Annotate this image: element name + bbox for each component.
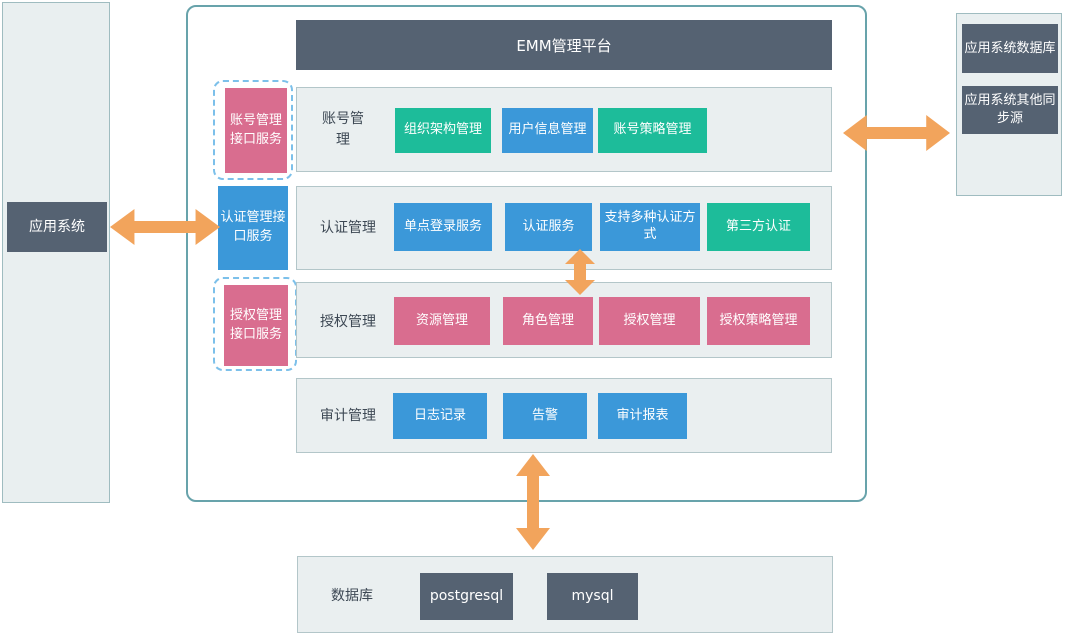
platform-header: EMM管理平台 [296,20,832,70]
app-system-box: 应用系统 [7,202,107,252]
authz-row-label: 授权管理 [320,313,376,330]
authz-policy-mgmt-button: 授权策略管理 [707,297,810,345]
user-info-mgmt-button: 用户信息管理 [502,108,593,153]
app-system-other-sync-source-box: 应用系统其他同步源 [962,86,1058,134]
sso-service-button: 单点登录服务 [394,203,492,251]
postgresql-box: postgresql [420,573,513,620]
account-policy-mgmt-button: 账号策略管理 [598,108,707,153]
database-panel: 数据库 postgresql mysql [297,556,833,633]
account-interface-box: 账号管理接口服务 [225,88,287,173]
role-mgmt-button: 角色管理 [503,297,593,345]
audit-report-button: 审计报表 [598,393,687,439]
alert-button: 告警 [503,393,587,439]
left-system-panel: 应用系统 [2,2,110,503]
auth-service-button: 认证服务 [505,203,592,251]
platform-database-double-arrow-icon [516,454,550,550]
mysql-box: mysql [547,573,638,620]
database-panel-label: 数据库 [331,587,373,604]
account-row-label: 账号管理 [322,111,364,148]
org-structure-mgmt-button: 组织架构管理 [395,108,491,153]
audit-row-label: 审计管理 [320,407,376,424]
resource-mgmt-button: 资源管理 [394,297,490,345]
authz-mgmt-button: 授权管理 [599,297,700,345]
account-interface-dashed-frame [213,80,293,180]
auth-authz-double-arrow-icon [565,249,595,295]
right-sources-panel: 应用系统数据库 应用系统其他同步源 [956,13,1062,196]
app-system-database-box: 应用系统数据库 [962,24,1058,73]
left-double-arrow-icon [110,209,220,245]
third-party-auth-button: 第三方认证 [707,203,810,251]
log-record-button: 日志记录 [393,393,487,439]
auth-interface-box: 认证管理接口服务 [218,186,288,270]
auth-row-label: 认证管理 [320,219,376,236]
multi-auth-support-button: 支持多种认证方式 [600,203,700,251]
authz-interface-box: 授权管理接口服务 [224,285,288,366]
right-double-arrow-icon [843,115,950,151]
